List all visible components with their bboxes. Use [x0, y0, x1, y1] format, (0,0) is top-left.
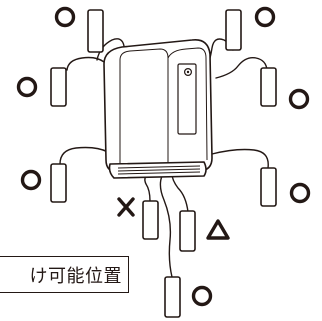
sensor-box-bottom-center	[179, 210, 196, 252]
ok-mark-top-right	[254, 6, 276, 28]
caption-text: け可能位置	[29, 265, 122, 287]
heater-side-panel	[167, 47, 208, 161]
sensor-box-lower-left	[50, 163, 67, 203]
cable-upper-right	[215, 56, 268, 79]
sensor-box-upper-right	[260, 67, 277, 107]
cable-lower-right	[211, 148, 269, 169]
cable-upper-left	[66, 56, 105, 71]
sensor-box-bottom-low	[164, 276, 181, 318]
ok-mark-upper-right	[288, 88, 310, 110]
cable-bottom-low	[159, 175, 173, 278]
ng-mark-bottom-left	[117, 197, 135, 217]
caution-mark-bottom-center	[206, 219, 230, 240]
ok-mark-upper-left	[16, 76, 38, 98]
power-knob-center	[186, 70, 190, 74]
control-panel	[177, 63, 197, 135]
sensor-box-top-right	[225, 9, 242, 51]
sensor-box-bottom-left	[142, 200, 159, 240]
ok-mark-lower-right	[289, 182, 311, 204]
caption-box: け可能位置	[0, 256, 129, 293]
ok-mark-bottom-low	[191, 285, 213, 307]
cable-bottom-center	[171, 173, 189, 213]
ok-mark-top-left	[54, 6, 76, 28]
sensor-box-top-left	[87, 9, 104, 53]
sensor-box-upper-left	[50, 67, 67, 107]
sensor-boxes	[50, 9, 277, 318]
ok-mark-lower-left	[20, 169, 42, 191]
vent-grille	[117, 165, 201, 175]
heater-device	[103, 38, 213, 179]
cable-lower-left	[59, 146, 109, 165]
marks	[16, 6, 311, 307]
sensor-box-lower-right	[260, 167, 277, 207]
